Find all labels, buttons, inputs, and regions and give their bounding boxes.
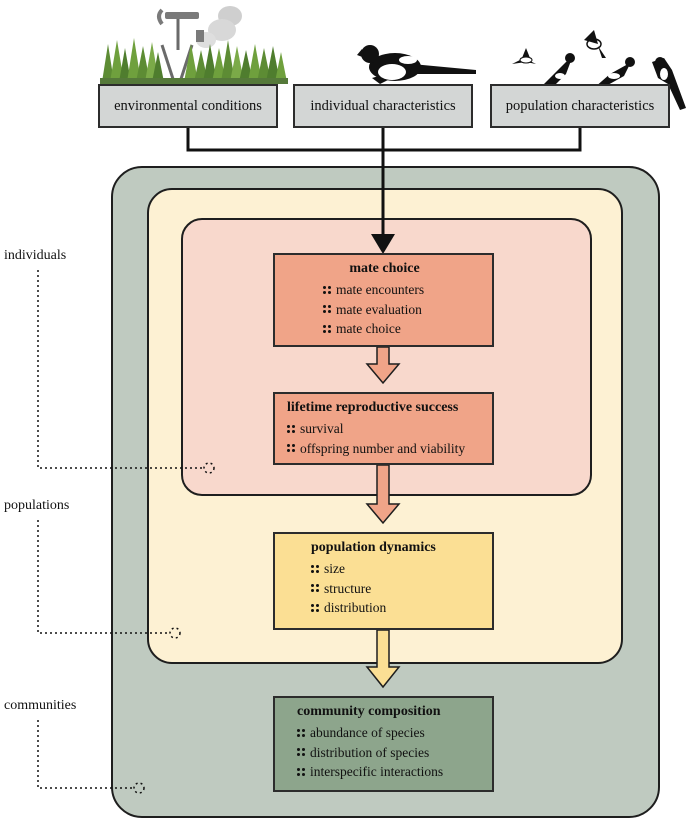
population-characteristics-box: population characteristics xyxy=(490,84,670,128)
arrow-mate-to-lrs xyxy=(365,346,401,385)
community-title: community composition xyxy=(297,704,441,719)
bullet-icon xyxy=(323,285,331,294)
bullet-icon xyxy=(297,748,305,757)
bullet-icon xyxy=(287,444,295,453)
lrs-title: lifetime reproductive success xyxy=(287,400,459,415)
bullet-icon xyxy=(311,603,319,612)
list-item: size xyxy=(311,559,482,579)
populations-label: populations xyxy=(4,498,70,513)
list-item: mate encounters xyxy=(287,280,482,300)
lrs-item: offspring number and viability xyxy=(300,440,466,456)
bullet-icon xyxy=(311,564,319,573)
magpie-flock-illustration xyxy=(512,30,686,110)
individual-characteristics-label: individual characteristics xyxy=(310,97,456,114)
list-item: distribution of species xyxy=(297,743,482,763)
bullet-icon xyxy=(323,324,331,333)
list-item: abundance of species xyxy=(297,723,482,743)
list-item: interspecific interactions xyxy=(297,762,482,782)
arrow-lrs-to-pop xyxy=(365,464,401,525)
environmental-conditions-label: environmental conditions xyxy=(114,97,262,114)
list-item: mate evaluation xyxy=(287,300,482,320)
level-pointers xyxy=(37,270,215,794)
list-item: mate choice xyxy=(287,319,482,339)
environmental-conditions-box: environmental conditions xyxy=(98,84,278,128)
arrow-pop-to-community xyxy=(365,629,401,689)
community-item: interspecific interactions xyxy=(310,764,444,779)
mate-choice-item: mate evaluation xyxy=(336,301,422,317)
population-dynamics-box: population dynamics size structure distr… xyxy=(273,532,494,630)
community-item: distribution of species xyxy=(310,744,430,760)
bullet-icon xyxy=(287,424,295,433)
input-connector xyxy=(186,128,582,254)
pop-dynamics-item: structure xyxy=(324,580,372,596)
individuals-label: individuals xyxy=(4,248,67,263)
pop-dynamics-item: distribution xyxy=(324,600,387,615)
community-composition-box: community composition abundance of speci… xyxy=(273,696,494,792)
bullet-icon xyxy=(297,728,305,737)
lrs-item: survival xyxy=(300,421,344,436)
bullet-icon xyxy=(323,305,331,314)
forest-oil-pump-illustration xyxy=(100,6,288,84)
bullet-icon xyxy=(311,584,319,593)
list-item: offspring number and viability xyxy=(287,439,482,459)
bullet-icon xyxy=(297,767,305,776)
list-item: survival xyxy=(287,419,482,439)
lifetime-reproductive-success-box: lifetime reproductive success survival o… xyxy=(273,392,494,465)
pop-dynamics-title: population dynamics xyxy=(311,540,436,555)
mate-choice-title: mate choice xyxy=(349,261,420,276)
list-item: structure xyxy=(311,579,482,599)
individual-characteristics-box: individual characteristics xyxy=(293,84,473,128)
community-item: abundance of species xyxy=(310,725,425,740)
mate-choice-item: mate encounters xyxy=(336,282,425,297)
magpie-illustration xyxy=(357,45,476,84)
mate-choice-item: mate choice xyxy=(336,321,401,336)
list-item: distribution xyxy=(311,598,482,618)
mate-choice-box: mate choice mate encounters mate evaluat… xyxy=(273,253,494,347)
population-characteristics-label: population characteristics xyxy=(505,97,655,114)
pop-dynamics-item: size xyxy=(324,561,345,576)
communities-label: communities xyxy=(4,698,77,713)
